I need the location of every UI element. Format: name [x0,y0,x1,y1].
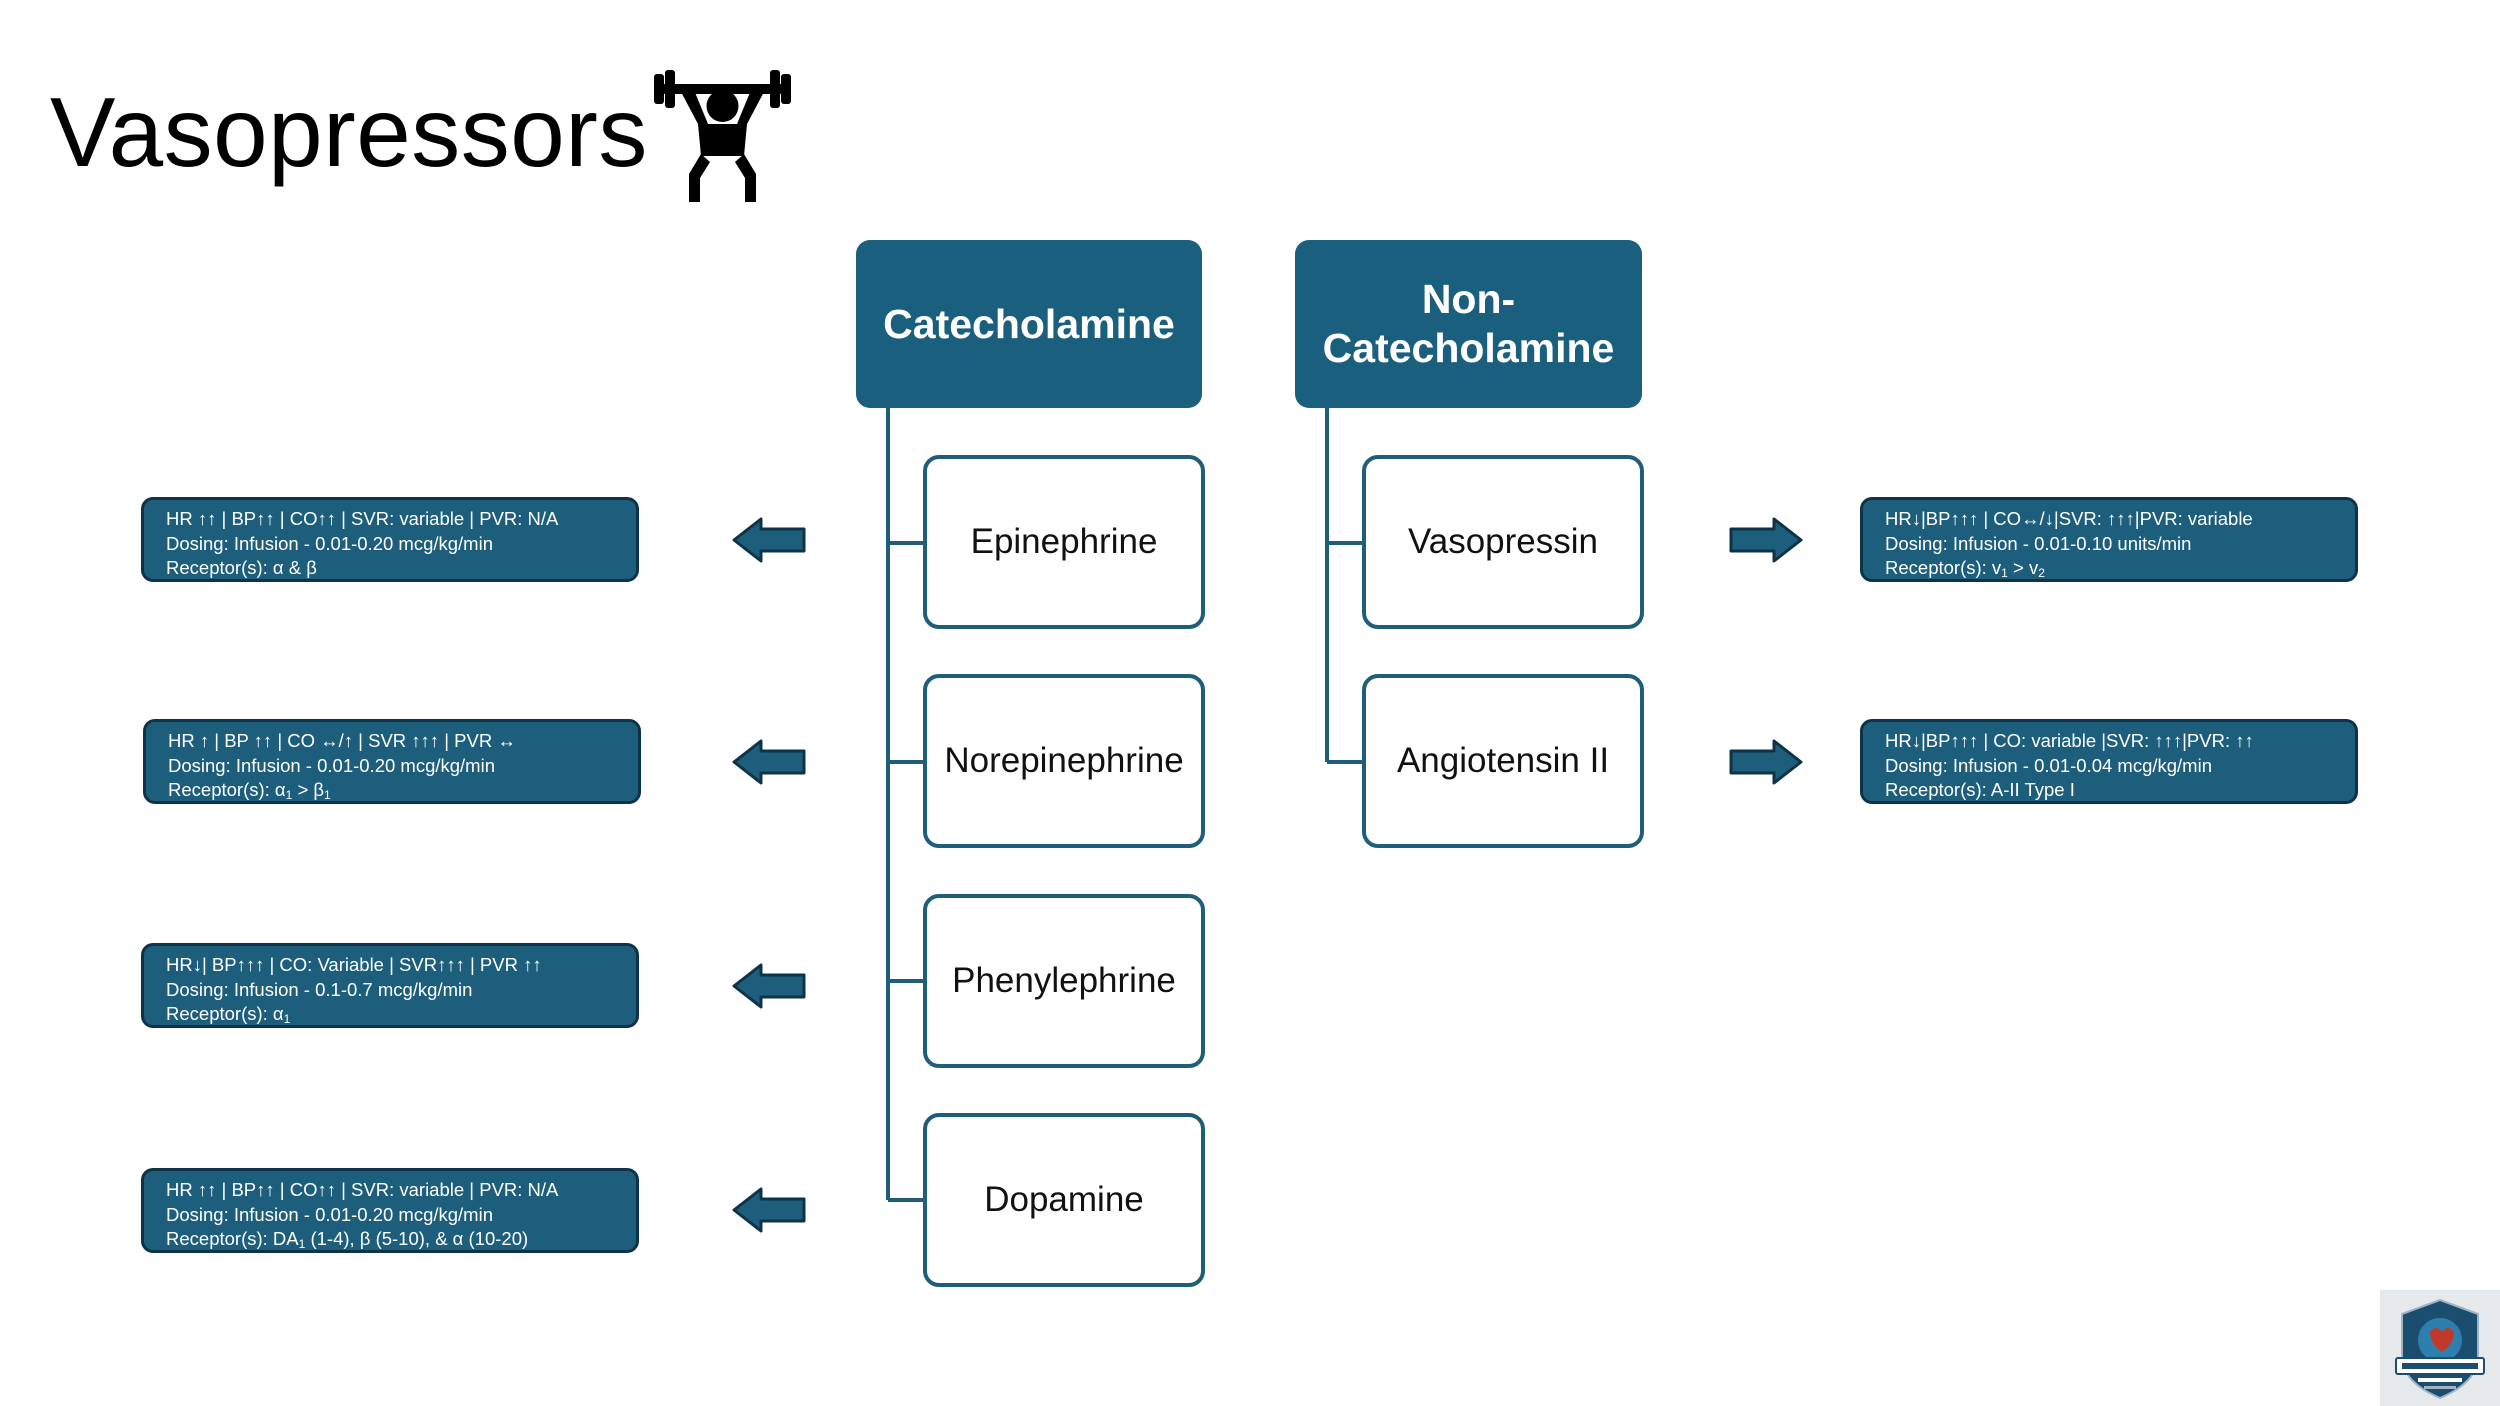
receptor-subscript: 1 [298,1237,306,1251]
receptor-text: Receptor(s): α [166,1003,284,1024]
drug-epinephrine: Epinephrine [923,455,1205,629]
info-dosing: Dosing: Infusion - 0.01-0.04 mcg/kg/min [1885,754,2212,776]
info-dosing: Dosing: Infusion - 0.01-0.20 mcg/kg/min [168,754,495,776]
catecholamine-header: Catecholamine [856,240,1202,408]
info-box-dopamine: HR ↑↑ | BP↑↑ | CO↑↑ | SVR: variable | PV… [141,1168,639,1253]
md-lifesavers-academy-logo [2380,1290,2500,1406]
slide-title: Vasopressors [50,77,648,187]
receptor-subscript: 1 [2001,566,2008,580]
info-receptors: Receptor(s): A-II Type I [1885,779,2075,800]
receptor-subscript: 1 [285,788,293,802]
info-box-norepinephrine: HR ↑ | BP ↑↑ | CO ↔/↑ | SVR ↑↑↑ | PVR ↔ … [143,719,641,804]
drug-angiotensin-ii: Angiotensin II [1362,674,1644,848]
receptor-text: > β [292,779,325,800]
info-hemodynamics: HR↓|BP↑↑↑ | CO↔/↓|SVR: ↑↑↑|PVR: variable [1885,508,2253,529]
receptor-subscript: 1 [324,788,331,802]
info-box-angiotensin-ii: HR↓|BP↑↑↑ | CO: variable |SVR: ↑↑↑|PVR: … [1860,719,2358,804]
drug-norepinephrine: Norepinephrine [923,674,1205,848]
drug-vasopressin: Vasopressin [1362,455,1644,629]
info-hemodynamics: HR ↑↑ | BP↑↑ | CO↑↑ | SVR: variable | PV… [166,508,559,529]
info-dosing: Dosing: Infusion - 0.1-0.7 mcg/kg/min [166,978,473,1000]
info-receptors: Receptor(s): α & β [166,557,317,578]
info-receptors: Receptor(s): v1 > v2 [1885,556,2345,580]
arrow-left-icon [732,739,806,785]
receptor-text: Receptor(s): DA [166,1228,299,1249]
drug-phenylephrine: Phenylephrine [923,894,1205,1068]
receptor-subscript: 1 [283,1012,291,1026]
arrow-left-icon [732,963,806,1009]
arrow-left-icon [732,517,806,563]
receptor-subscript: 2 [2038,566,2045,580]
info-dosing: Dosing: Infusion - 0.01-0.20 mcg/kg/min [166,532,493,554]
info-hemodynamics: HR↓| BP↑↑↑ | CO: Variable | SVR↑↑↑ | PVR… [166,954,542,975]
drug-dopamine: Dopamine [923,1113,1205,1287]
info-box-vasopressin: HR↓|BP↑↑↑ | CO↔/↓|SVR: ↑↑↑|PVR: variable… [1860,497,2358,582]
non-catecholamine-header: Non-Catecholamine [1295,240,1642,408]
info-box-epinephrine: HR ↑↑ | BP↑↑ | CO↑↑ | SVR: variable | PV… [141,497,639,582]
receptor-text: Receptor(s): v [1885,557,2002,578]
receptor-text: > v [2007,557,2039,578]
arrow-right-icon [1729,739,1803,785]
info-dosing: Dosing: Infusion - 0.01-0.10 units/min [1885,532,2192,554]
info-hemodynamics: HR ↑ | BP ↑↑ | CO ↔/↑ | SVR ↑↑↑ | PVR ↔ [168,730,516,751]
weightlifter-icon [654,70,791,202]
arrow-left-icon [732,1187,806,1233]
info-hemodynamics: HR ↑↑ | BP↑↑ | CO↑↑ | SVR: variable | PV… [166,1179,559,1200]
info-receptors: Receptor(s): DA1 (1-4), β (5-10), & α (1… [166,1227,626,1251]
arrow-right-icon [1729,517,1803,563]
receptor-text: Receptor(s): α [168,779,286,800]
info-box-phenylephrine: HR↓| BP↑↑↑ | CO: Variable | SVR↑↑↑ | PVR… [141,943,639,1028]
receptor-text: (1-4), β (5-10), & α (10-20) [305,1228,529,1249]
info-receptors: Receptor(s): α1 [166,1002,626,1026]
info-dosing: Dosing: Infusion - 0.01-0.20 mcg/kg/min [166,1203,493,1225]
info-hemodynamics: HR↓|BP↑↑↑ | CO: variable |SVR: ↑↑↑|PVR: … [1885,730,2254,751]
info-receptors: Receptor(s): α1 > β1 [168,778,628,802]
